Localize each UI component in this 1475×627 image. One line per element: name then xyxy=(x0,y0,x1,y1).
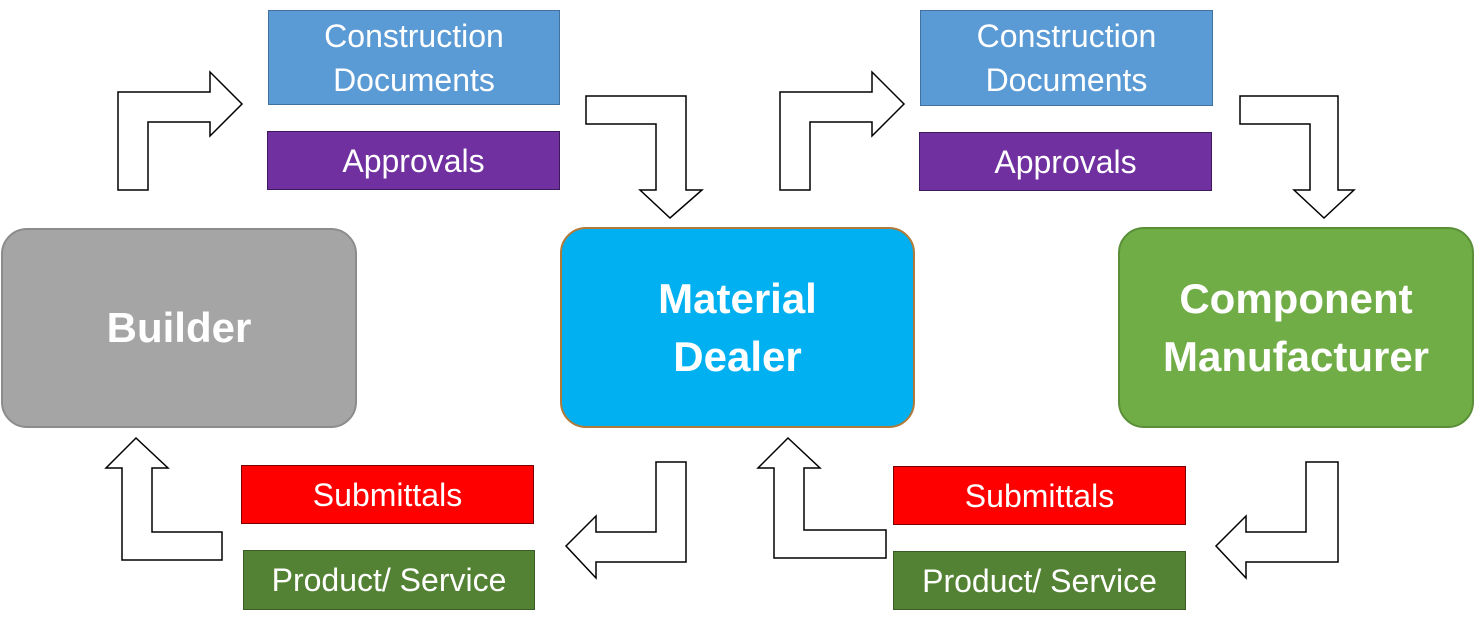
product-service-label-left: Product/ Service xyxy=(243,550,535,610)
approvals-label-left: Approvals xyxy=(267,131,560,190)
material-dealer-node: Material Dealer xyxy=(560,227,915,428)
product-service-label-right: Product/ Service xyxy=(893,551,1186,610)
builder-node: Builder xyxy=(1,228,357,428)
submittals-label-left: Submittals xyxy=(241,465,534,524)
bent-arrow-dealer-to-submittals xyxy=(564,461,687,580)
bent-arrow-documents-to-dealer xyxy=(585,95,704,220)
bent-arrow-submittals-to-builder xyxy=(104,436,223,561)
bent-arrow-dealer-to-documents xyxy=(779,70,906,191)
component-manufacturer-node: Component Manufacturer xyxy=(1118,227,1474,428)
approvals-label-right: Approvals xyxy=(919,132,1212,191)
construction-documents-label-right: Construction Documents xyxy=(920,10,1213,106)
bent-arrow-builder-to-documents xyxy=(117,70,244,191)
bent-arrow-documents-to-manufacturer xyxy=(1239,95,1356,220)
bent-arrow-submittals-to-dealer xyxy=(756,436,887,559)
bent-arrow-manufacturer-to-submittals xyxy=(1214,461,1339,580)
construction-documents-label-left: Construction Documents xyxy=(268,10,560,105)
submittals-label-right: Submittals xyxy=(893,466,1186,525)
